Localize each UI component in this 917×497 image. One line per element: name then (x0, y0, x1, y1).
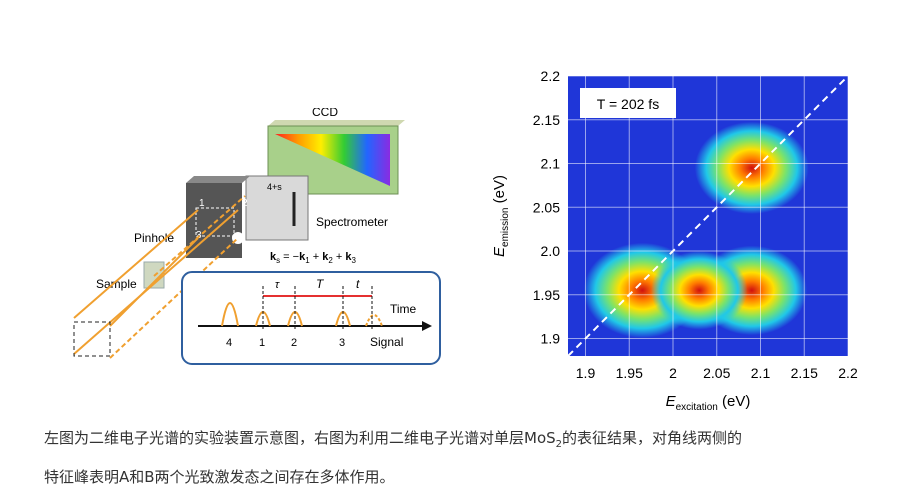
heatmap-chart: T = 202 fs 1.9 1.95 2 2.05 2.1 2.15 2.2 2.2 2.1… (491, 68, 858, 413)
tau-label: τ (275, 279, 280, 291)
pulse-sequence-inset: Time Signal τ T t 4 1 2 3 (181, 271, 441, 365)
signal-label: Signal (370, 335, 403, 349)
spectrometer-label: Spectrometer (316, 215, 388, 229)
diagonal-line (567, 75, 849, 357)
y-tick-label: 2.2 (541, 68, 561, 84)
pinhole-label: Pinhole (134, 231, 174, 245)
y-tick-label: 2.05 (533, 199, 560, 215)
x-tick-label: 2 (669, 365, 677, 381)
sample-label: Sample (96, 277, 137, 291)
x-axis-label: Eexcitation (eV) (666, 393, 751, 413)
spot-label-2: 2 (242, 198, 248, 209)
caption-line-1: 左图为二维电子光谱的实验装置示意图，右图为利用二维电子光谱对单层MoS2的表征结… (44, 429, 743, 450)
x-tick-label: 2.2 (838, 365, 858, 381)
figure-caption: 左图为二维电子光谱的实验装置示意图，右图为利用二维电子光谱对单层MoS2的表征结… (44, 422, 894, 494)
caption-line-2: 特征峰表明A和B两个光致激发态之间存在多体作用。 (44, 468, 395, 486)
wavevector-equation: ks = −k1 + k2 + k3 (270, 251, 356, 265)
y-tick-label: 1.9 (541, 331, 561, 347)
y-tick-label: 2.15 (533, 112, 560, 128)
pulse-label-4: 4 (226, 337, 232, 349)
peak-3 (650, 251, 748, 330)
ccd-label: CCD (312, 108, 338, 119)
pulse-label-2: 2 (291, 337, 297, 349)
y-tick-label: 2.0 (541, 243, 561, 259)
annotation-box (580, 88, 676, 118)
input-beams-box (73, 321, 111, 357)
beam-label: 4+s (267, 182, 282, 192)
T-label: T (316, 277, 325, 291)
pulse-label-1: 1 (259, 337, 265, 349)
x-tick-label: 2.05 (703, 365, 730, 381)
y-axis-label: Eemission (eV) (491, 175, 511, 257)
x-tick-label: 2.1 (751, 365, 771, 381)
spectrometer: Spectrometer 4+s (245, 175, 388, 241)
y-tick-label: 2.1 (541, 156, 561, 172)
laser-beams (73, 195, 246, 359)
setup-schematic: CCD Spectrometer 4+s 1 2 3 Pinhole Sampl… (70, 108, 450, 370)
pulse-label-3: 3 (339, 337, 345, 349)
x-tick-label: 1.9 (576, 365, 596, 381)
peak-layer (583, 121, 809, 338)
annotation-text: T = 202 fs (597, 96, 659, 112)
peak-2 (694, 121, 809, 214)
y-tick-label: 1.95 (533, 287, 560, 303)
svg-text:ks = −k1 + k2 + k3: ks = −k1 + k2 + k3 (270, 251, 356, 265)
t-label: t (356, 277, 360, 291)
time-label: Time (390, 302, 417, 316)
x-tick-label: 2.15 (791, 365, 818, 381)
spot-label-1: 1 (199, 198, 205, 209)
x-tick-label: 1.95 (616, 365, 643, 381)
